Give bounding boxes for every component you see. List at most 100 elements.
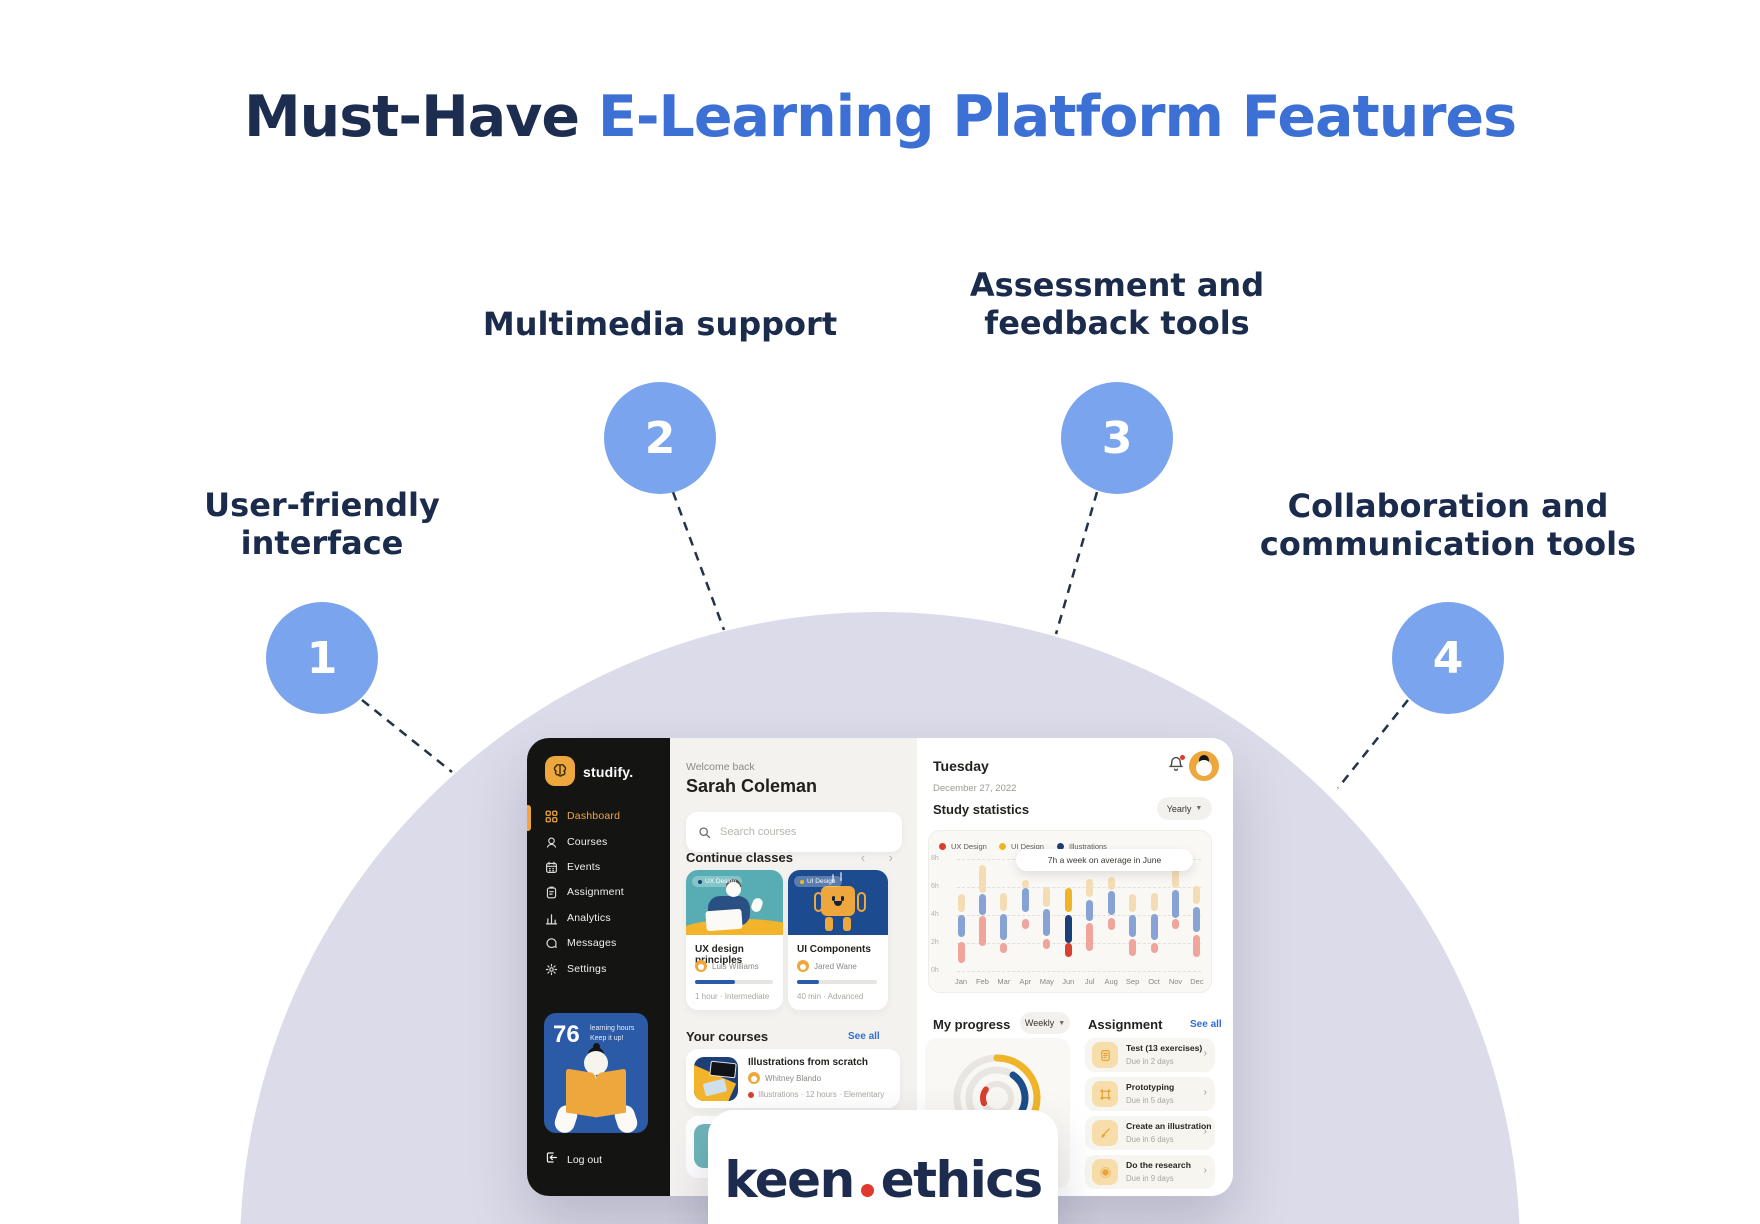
bar-dec-illustrations [1193,906,1201,932]
notifications-bell-icon[interactable] [1167,755,1185,775]
bar-sep-ui-design [1129,894,1137,913]
class-card-ux[interactable]: UX Design UX design principles Luis Will… [686,870,783,1010]
reader-illustration [593,1043,600,1050]
bar-aug-ui-design [1107,877,1115,890]
sidebar-item-assignment[interactable]: Assignment [545,882,624,902]
sidebar-item-events[interactable]: Events [545,857,600,877]
clipboard-icon [545,886,558,899]
legend-dot [939,843,946,850]
assignment-see-all-link[interactable]: See all [1190,1019,1222,1030]
sidebar-item-courses[interactable]: Courses [545,832,608,852]
research-icon [1092,1159,1118,1185]
search-icon [699,826,711,838]
tag-dot [698,879,702,884]
bar-jun-ux-design [1064,943,1072,957]
bar-may-ui-design [1043,887,1051,907]
sidebar-item-analytics[interactable]: Analytics [545,908,611,928]
class-progress-bar [695,980,773,984]
course-list-item[interactable]: Illustrations from scratch Whitney Bland… [686,1049,900,1108]
gear-icon [545,963,558,976]
class-tag-ui: UI Design [794,876,842,887]
feature-3-line-1: Assessment and [969,266,1265,304]
class-title: UI Components [797,944,871,955]
x-tick-label: Mar [997,977,1011,986]
connector-2 [671,491,726,631]
sidebar-item-messages[interactable]: Messages [545,933,616,953]
class-card-ui-illustration: UI Design [788,870,888,935]
bar-jul-ux-design [1086,923,1094,952]
course-tags: Illustrations · 12 hours · Elementary [748,1090,884,1099]
author-avatar [748,1072,760,1084]
bar-apr-illustrations [1021,888,1029,913]
assignment-due: Due in 2 days [1126,1057,1174,1066]
chevron-down-icon: ▼ [1058,1019,1066,1027]
bar-sep-illustrations [1129,915,1137,938]
sidebar-item-label: Assignment [567,886,624,898]
y-tick-label: 0h [931,967,939,974]
course-title: Illustrations from scratch [748,1057,869,1068]
keen-ethics-logo: keen ethics [724,1151,1043,1209]
bar-jan-illustrations [957,915,965,938]
grid-icon [545,810,558,823]
sidebar-item-label: Dashboard [567,810,621,822]
user-avatar[interactable] [1189,751,1219,781]
chat-icon [545,937,558,950]
gridline-6h [957,887,1201,888]
frame-icon [1092,1081,1118,1107]
bar-apr-ux-design [1021,919,1029,929]
carousel-arrows[interactable]: ‹ › [860,850,903,865]
progress-period-dropdown[interactable]: Weekly▼ [1020,1012,1070,1034]
x-tick-label: May [1039,977,1054,986]
assignment-due: Due in 9 days [1126,1174,1174,1183]
logout-icon [545,1151,558,1169]
y-tick-label: 4h [931,911,939,918]
stats-period-dropdown[interactable]: Yearly▼ [1157,797,1212,820]
x-tick-label: Sep [1125,977,1140,986]
calendar-icon [545,861,558,874]
bar-jan-ux-design [957,941,965,963]
x-tick-label: Feb [975,977,989,986]
category-dot [748,1091,754,1098]
active-menu-indicator [527,805,531,831]
progress-ring-ux-design [979,1081,1014,1115]
chevron-right-icon: › [1203,1087,1207,1098]
legend-dot [999,843,1006,850]
assignment-title: Prototyping [1126,1082,1175,1092]
logout-button[interactable]: Log out [545,1151,602,1169]
bar-jul-ui-design [1086,878,1094,897]
class-card-ui[interactable]: UI Design UI Components Jared Wane 40 mi… [788,870,888,1010]
bar-nov-ui-design [1172,867,1179,889]
sidebar-item-settings[interactable]: Settings [545,959,607,979]
bar-jun-illustrations [1064,915,1072,943]
assignment-row-1[interactable]: Test (13 exercises)Due in 2 days› [1085,1038,1215,1072]
learning-hours-card: 76 learning hours Keep it up! [544,1013,648,1133]
study-statistics-heading: Study statistics [933,802,1030,817]
cap-icon [545,836,558,849]
bar-feb-illustrations [978,894,986,915]
legend-item-ux-design: UX Design [939,842,987,851]
gridline-2h [957,943,1201,944]
courses-see-all-link[interactable]: See all [848,1031,880,1042]
page-title-accent: E-Learning Platform Features [597,84,1517,150]
bar-nov-ux-design [1172,919,1179,929]
learning-hours-label: learning hours [590,1025,635,1032]
sidebar-item-label: Courses [567,836,608,848]
sidebar-item-dashboard[interactable]: Dashboard [545,806,620,826]
search-input[interactable]: Search courses [686,812,902,852]
gridline-0h [957,971,1201,972]
your-courses-heading: Your courses [686,1029,769,1044]
studify-logo [545,756,575,786]
day-label: Tuesday [933,758,989,774]
chevron-right-icon: › [1203,1048,1207,1059]
chart-annotation-tooltip: 7h a week on average in June [1016,849,1193,871]
bar-feb-ux-design [978,916,986,946]
x-tick-label: Aug [1104,977,1118,986]
sidebar-item-label: Analytics [567,912,611,924]
feature-1-line-2: interface [240,524,404,562]
book-illustration [566,1068,597,1118]
